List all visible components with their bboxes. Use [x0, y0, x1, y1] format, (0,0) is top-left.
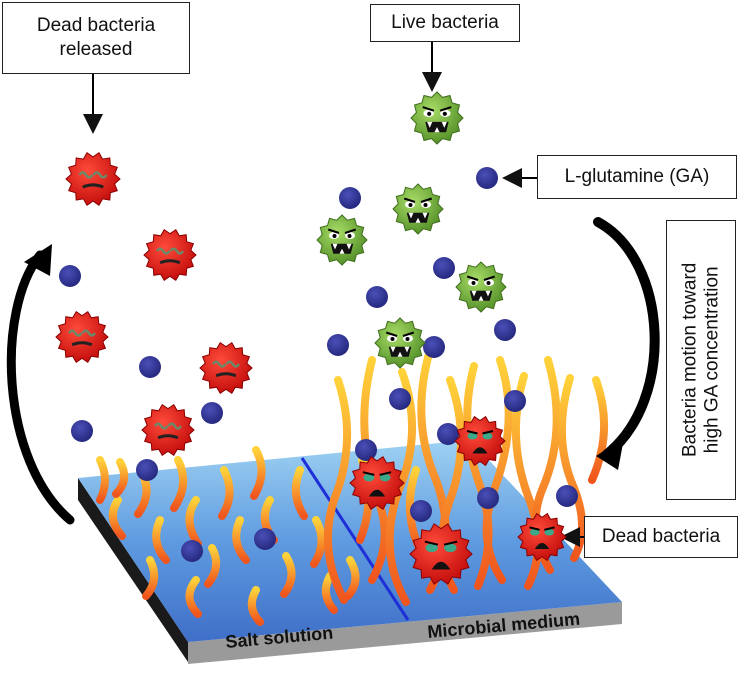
polymer-fibers-short [96, 446, 360, 626]
glutamine-dot [477, 487, 499, 509]
glutamine-dot [410, 500, 432, 522]
glutamine-dot [327, 334, 349, 356]
glutamine-dot [59, 265, 81, 287]
bacteria-motion-text: Bacteria motion toward high GA concentra… [679, 263, 723, 457]
dead-bacterium-icon [517, 512, 567, 562]
dead-bacterium-icon [141, 403, 195, 457]
glutamine-dot [504, 390, 526, 412]
dead-bacterium-icon [409, 523, 473, 585]
dead-bacterium-icon [349, 455, 405, 511]
glutamine-dot [556, 485, 578, 507]
dead-bacterium-icon [454, 415, 506, 467]
glutamine-dot [71, 420, 93, 442]
live-bacteria-label: Live bacteria [370, 4, 520, 42]
glutamine-dot [433, 257, 455, 279]
bacteria-motion-label: Bacteria motion toward high GA concentra… [666, 220, 736, 500]
dead-released-line2: released [59, 39, 133, 60]
live-bacterium-icon [374, 317, 426, 369]
glutamine-dot [254, 528, 276, 550]
glutamine-dot [389, 388, 411, 410]
live-bacterium-icon [410, 91, 464, 145]
glutamine-dot [339, 187, 361, 209]
release-arrow [6, 244, 75, 525]
glutamine-dot [437, 423, 459, 445]
live-bacterium-icon [455, 261, 507, 313]
glutamine-dot [494, 319, 516, 341]
glutamine-dot [366, 286, 388, 308]
motion-line2: high GA concentration [701, 266, 723, 454]
dead-bacteria-released-label: Dead bacteria released [2, 2, 190, 74]
glutamine-dot [201, 402, 223, 424]
dead-bacterium-icon [55, 310, 109, 364]
l-glutamine-text: L-glutamine (GA) [564, 166, 710, 188]
live-bacterium-icon [316, 214, 368, 266]
glutamine-dot [355, 439, 377, 461]
dead-bacterium-icon [199, 341, 253, 395]
dead-released-line1: Dead bacteria [36, 15, 156, 37]
live-bacteria-text: Live bacteria [391, 12, 499, 34]
l-glutamine-label: L-glutamine (GA) [537, 155, 737, 199]
chemotaxis-arrow [593, 217, 660, 470]
glutamine-dot [476, 167, 498, 189]
glutamine-molecules [59, 167, 578, 562]
glutamine-dot [181, 540, 203, 562]
glutamine-dot [139, 356, 161, 378]
dead-bacterium-icon [143, 228, 197, 282]
motion-line1: Bacteria motion toward [679, 262, 701, 458]
live-bacterium-icon [392, 183, 444, 235]
dead-bacterium-icon [65, 151, 121, 207]
glutamine-dot [136, 459, 158, 481]
region-divider [300, 457, 410, 621]
bacteria-group [55, 91, 567, 585]
dead-bacteria-label: Dead bacteria [584, 516, 738, 558]
dead-bacteria-text: Dead bacteria [601, 526, 721, 548]
glutamine-dot [423, 336, 445, 358]
